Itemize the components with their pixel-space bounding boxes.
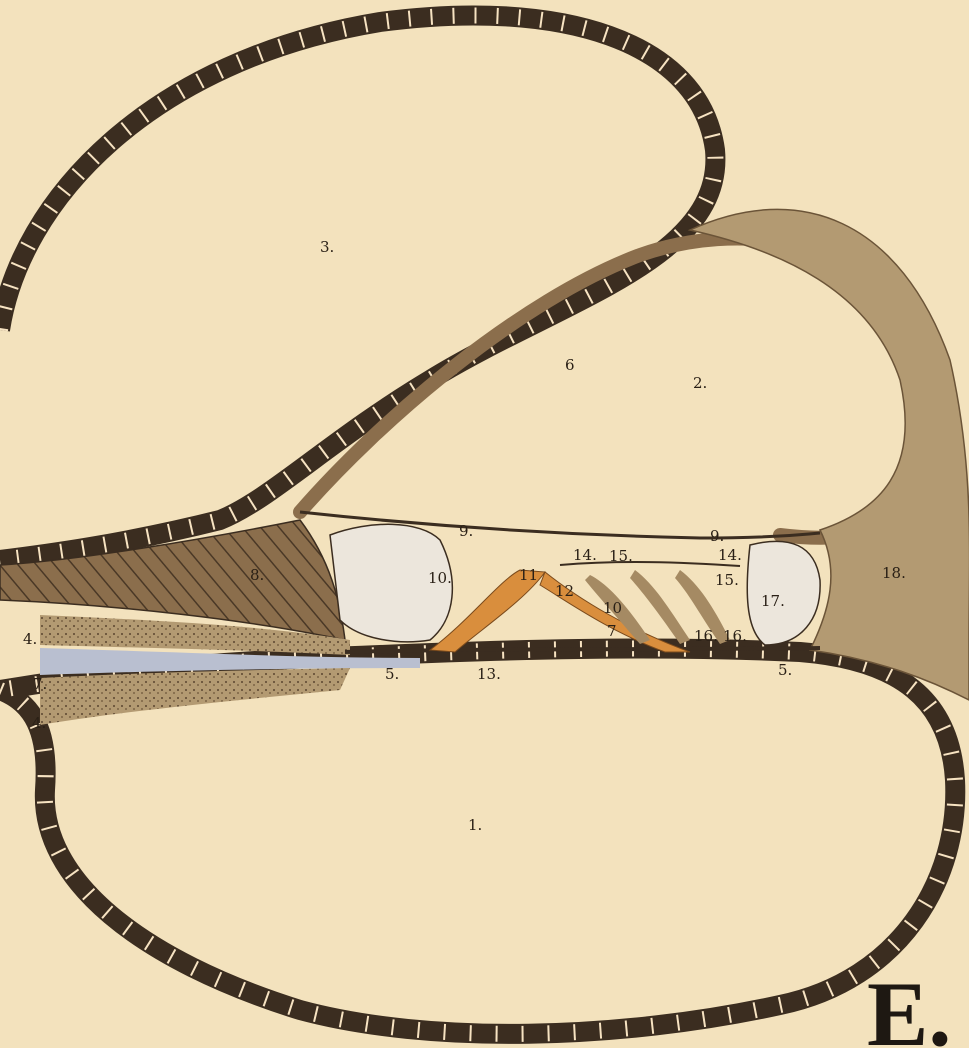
label-5-right: 5. (778, 661, 792, 679)
label-1: 1. (468, 816, 482, 834)
label-15-left: 15. (609, 547, 633, 565)
plate-letter: E. (867, 963, 951, 1048)
label-10-mid: 10 (603, 599, 622, 617)
label-6: 6 (565, 356, 575, 374)
label-15-right: 15. (715, 571, 739, 589)
scala-vestibuli-wall-fill (0, 15, 715, 560)
label-17: 17. (761, 592, 785, 610)
label-10-left: 10. (428, 569, 452, 587)
label-4-lower: 4. (32, 714, 46, 732)
label-4-upper: 4. (23, 630, 37, 648)
label-16-left: 16. (694, 627, 718, 645)
label-5-left: 5. (385, 665, 399, 683)
label-12: 12 (555, 582, 574, 600)
label-7-left: 7. (33, 675, 47, 693)
label-3: 3. (320, 238, 334, 256)
label-9-right: 9. (710, 527, 724, 545)
label-8: 8. (250, 566, 264, 584)
label-18: 18. (882, 564, 906, 582)
label-13: 13. (477, 665, 501, 683)
label-11: 11 (519, 566, 538, 584)
nerve-bundle-lower (40, 668, 350, 725)
label-9-left: 9. (459, 522, 473, 540)
label-2: 2. (693, 374, 707, 392)
label-7-mid: 7 (607, 622, 617, 640)
label-16-right: 16. (723, 627, 747, 645)
label-14-left: 14. (573, 546, 597, 564)
label-14-right: 14. (718, 546, 742, 564)
